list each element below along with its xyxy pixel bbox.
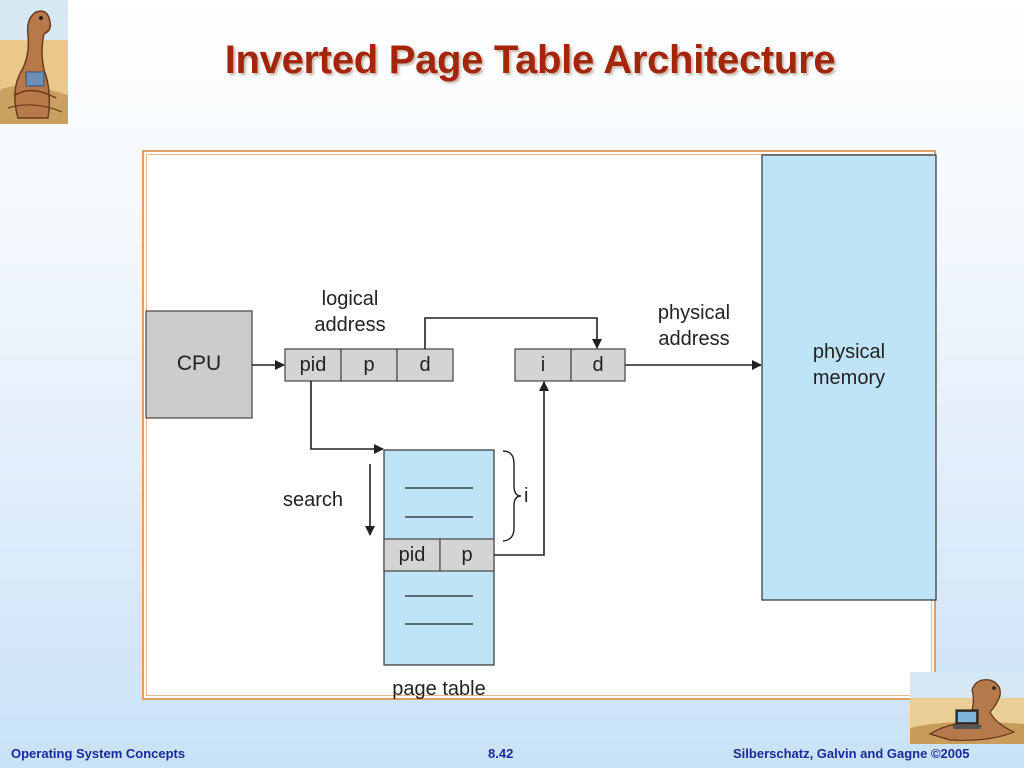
logical-field-pid: pid xyxy=(299,354,327,376)
dinosaur-logo-icon xyxy=(0,0,68,124)
physical-address-label: physical address xyxy=(657,302,731,350)
page-table-field-p: p xyxy=(461,544,473,566)
physical-field-d: d xyxy=(592,354,604,376)
logical-address-register xyxy=(284,348,454,382)
physical-memory-label: physical memory xyxy=(812,341,886,389)
physical-field-i: i xyxy=(540,354,546,376)
search-label: search xyxy=(283,489,344,511)
cpu-box xyxy=(145,310,253,419)
match-to-i-arrow xyxy=(494,381,549,556)
physical-address-register xyxy=(514,348,626,382)
logical-field-p: p xyxy=(363,354,375,376)
d-offset-arrow xyxy=(424,317,602,349)
physical-memory-box xyxy=(761,154,937,601)
dinosaur-laptop-icon xyxy=(910,672,1024,744)
logical-address-label: logical address xyxy=(314,288,386,336)
page-table-field-pid: pid xyxy=(398,544,426,566)
footer-course-title: Operating System Concepts xyxy=(11,746,186,761)
logical-field-d: d xyxy=(419,354,431,376)
cpu-label: CPU xyxy=(176,352,222,375)
page-table xyxy=(383,449,495,666)
footer-slide-number: 8.42 xyxy=(488,746,514,761)
pid-to-table-arrow xyxy=(310,381,384,454)
footer-authors: Silberschatz, Galvin and Gagne ©2005 xyxy=(733,746,970,761)
page-table-label: page table xyxy=(392,678,486,700)
index-label: i xyxy=(524,485,529,507)
index-brace xyxy=(502,450,522,542)
slide-title: Inverted Page Table Architecture xyxy=(224,38,836,82)
